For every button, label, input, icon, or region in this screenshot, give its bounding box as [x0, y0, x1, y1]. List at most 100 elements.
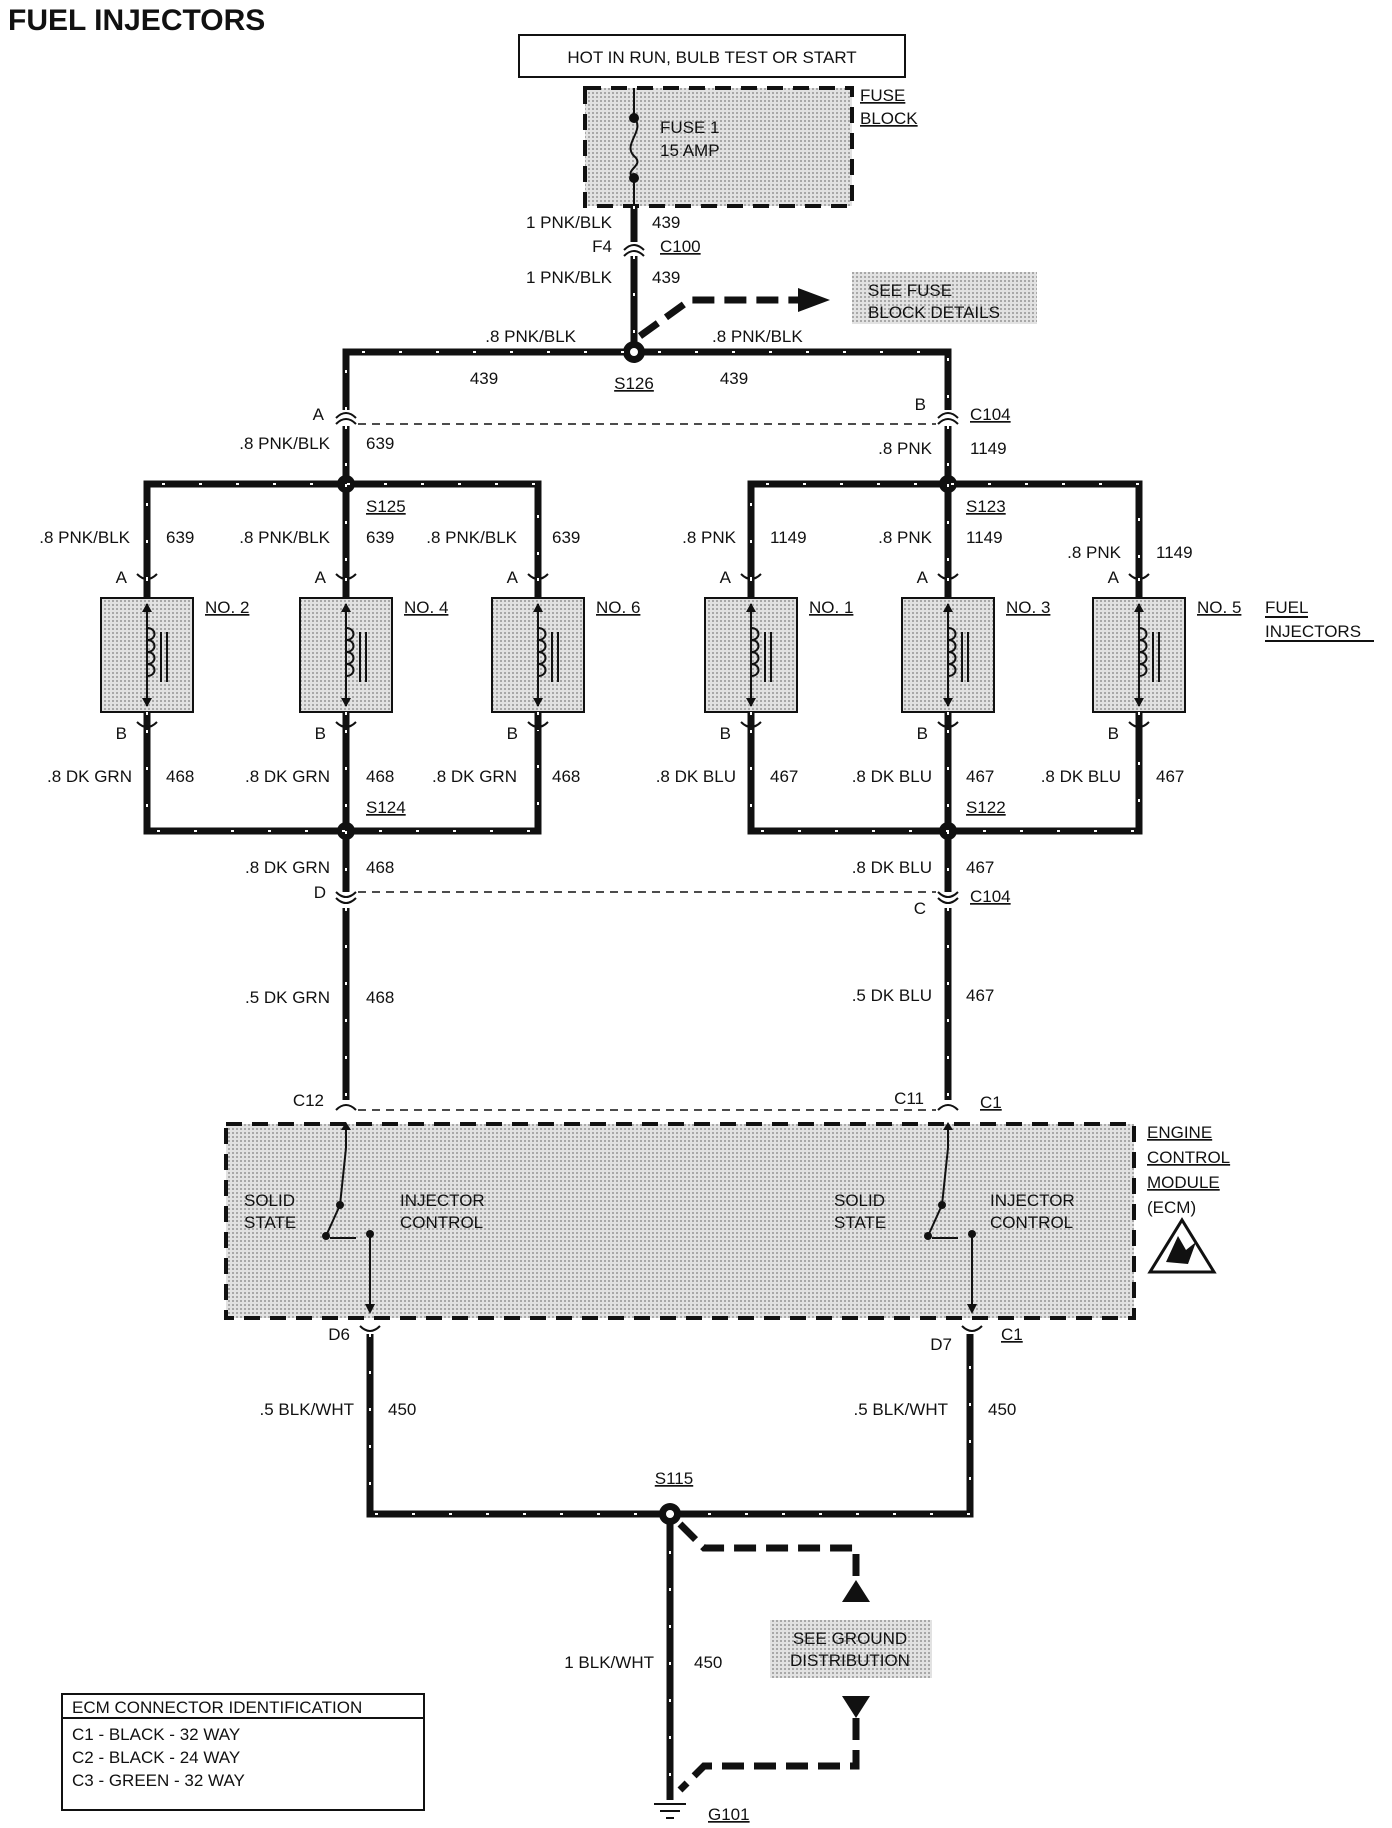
injector-3-return-circuit: 467 — [966, 767, 994, 786]
s126-right-wire: .8 PNK/BLK — [712, 327, 803, 346]
s126-left-wire: .8 PNK/BLK — [485, 327, 576, 346]
ground-main-circuit: 450 — [694, 1653, 722, 1672]
injector-5-pin-a: A — [1108, 568, 1120, 587]
c104b-left-wire-upper: .8 DK GRN — [245, 858, 330, 877]
ground-left-wire: .5 BLK/WHT — [260, 1400, 354, 1419]
fuse-details-arrow-icon — [798, 288, 830, 312]
injector-6-return-circuit: 468 — [552, 767, 580, 786]
ecm-right-control: CONTROL — [990, 1213, 1073, 1232]
power-source-label: HOT IN RUN, BULB TEST OR START — [567, 48, 856, 67]
ecm-pin-c12: C12 — [293, 1091, 324, 1110]
ecm-left-control: CONTROL — [400, 1213, 483, 1232]
injector-4-return-wire: .8 DK GRN — [245, 767, 330, 786]
injector-5-feed-circuit: 1149 — [1156, 543, 1193, 562]
injector-1-pin-a: A — [720, 568, 732, 587]
injector-2-pin-b: B — [116, 724, 127, 743]
fuse-block: FUSE 1 15 AMP FUSE BLOCK — [583, 86, 918, 208]
fuse-block-label-2: BLOCK — [860, 109, 918, 128]
c100-connector-male — [623, 250, 645, 257]
c104-d-male — [335, 891, 357, 898]
c104-b-male — [937, 418, 959, 425]
feed-wire-upper-label: 1 PNK/BLK — [526, 213, 613, 232]
injector-1-feed-circuit: 1149 — [770, 528, 807, 547]
c104-a-male — [335, 418, 357, 425]
injector-5-pin-b: B — [1108, 724, 1119, 743]
see-fuse-block-details: SEE FUSE BLOCK DETAILS — [637, 272, 1037, 339]
injector-3-feed-circuit: 1149 — [966, 528, 1003, 547]
injector-5-name: NO. 5 — [1197, 598, 1241, 617]
c100-connector-label: C100 — [660, 237, 701, 256]
ecm-table-row-c1: C1 - BLACK - 32 WAY — [72, 1725, 240, 1744]
injector-6-return-wire: .8 DK GRN — [432, 767, 517, 786]
s126-right-circuit: 439 — [720, 369, 748, 388]
ecm-table-row-c2: C2 - BLACK - 24 WAY — [72, 1748, 240, 1767]
ecm-label-2: CONTROL — [1147, 1148, 1230, 1167]
ecm-pin-d6: D6 — [328, 1325, 350, 1344]
c104-right-wire: .8 PNK — [878, 439, 933, 458]
injector-6-coil-icon — [537, 627, 547, 677]
injector-3-arrow-top-icon — [943, 603, 953, 612]
ecm-table-header: ECM CONNECTOR IDENTIFICATION — [72, 1698, 362, 1717]
injector-2-pin-a: A — [116, 568, 128, 587]
see-ground-line-2: DISTRIBUTION — [790, 1651, 910, 1670]
injector-2-arrow-bottom-icon — [142, 698, 152, 707]
ecm-d7-connector — [961, 1325, 983, 1332]
injector-4-pin-b: B — [315, 724, 326, 743]
injector-3-connector-b — [937, 721, 959, 728]
c104-d-female — [335, 897, 357, 904]
splice-s123-label: S123 — [966, 497, 1006, 516]
c104-pin-c: C — [914, 899, 926, 918]
injector-group-label-1: FUEL — [1265, 598, 1308, 617]
injector-5-feed-wire: .8 PNK — [1067, 543, 1122, 562]
c104b-right-circuit-lower: 467 — [966, 986, 994, 1005]
feed-wire-439: 1 PNK/BLK 439 F4 C100 1 PNK/BLK 439 — [526, 206, 701, 350]
connector-c104-top: A B C104 .8 PNK/BLK 639 .8 PNK 1149 — [239, 395, 1010, 458]
fuse-details-reference-wire — [637, 296, 800, 339]
injector-5-arrow-bottom-icon — [1134, 698, 1144, 707]
ecm-c12-connector — [335, 1104, 357, 1111]
splice-s126-center — [630, 348, 638, 356]
esd-warning-icon — [1147, 1217, 1217, 1274]
injector-3-name: NO. 3 — [1006, 598, 1050, 617]
splice-s123-bus: S123 — [747, 475, 1143, 580]
ecm-left-output-arrow-icon — [365, 1304, 375, 1314]
injector-6-arrow-top-icon — [533, 603, 543, 612]
ecm-left-switch-blade — [325, 1204, 341, 1237]
splice-s126-bus: .8 PNK/BLK 439 .8 PNK/BLK 439 S126 — [342, 327, 952, 410]
feed-wire-lower-label: 1 PNK/BLK — [526, 268, 613, 287]
c104-bottom-label: C104 — [970, 887, 1011, 906]
connector-c104-bottom: D C C104 — [314, 883, 1011, 918]
ground-dist-reference-upper — [677, 1521, 860, 1582]
injector-6-feed-wire: .8 PNK/BLK — [426, 528, 517, 547]
injector-6-feed-circuit: 639 — [552, 528, 580, 547]
ecm-left-state: STATE — [244, 1213, 296, 1232]
c104-pin-d: D — [314, 883, 326, 902]
fuse-block-outline — [583, 86, 854, 208]
injector-1-connector-b — [740, 721, 762, 728]
ground-dist-shading — [770, 1620, 932, 1678]
c104b-left-circuit-lower: 468 — [366, 988, 394, 1007]
injector-4-connector-b — [335, 721, 357, 728]
ground-dist-reference-lower — [677, 1718, 860, 1793]
wire-tick-21 — [146, 730, 539, 832]
injector-4-arrow-top-icon — [341, 603, 351, 612]
injector-5-return-wire: .8 DK BLU — [1041, 767, 1121, 786]
ground-left-circuit: 450 — [388, 1400, 416, 1419]
splice-s122-label: S122 — [966, 798, 1006, 817]
c100-pin-f4: F4 — [592, 237, 612, 256]
injector-4-feed-wire: .8 PNK/BLK — [239, 528, 330, 547]
ecm-pin-d7: D7 — [930, 1335, 952, 1354]
ecm-d6-connector — [359, 1325, 381, 1332]
ecm-right-state: STATE — [834, 1213, 886, 1232]
injector-4-feed-circuit: 639 — [366, 528, 394, 547]
injector-3-coil-icon — [947, 627, 957, 677]
c104-a-female — [335, 412, 357, 419]
ecm-left-input-arrow-icon — [341, 1122, 351, 1130]
injector-4-pin-a: A — [315, 568, 327, 587]
